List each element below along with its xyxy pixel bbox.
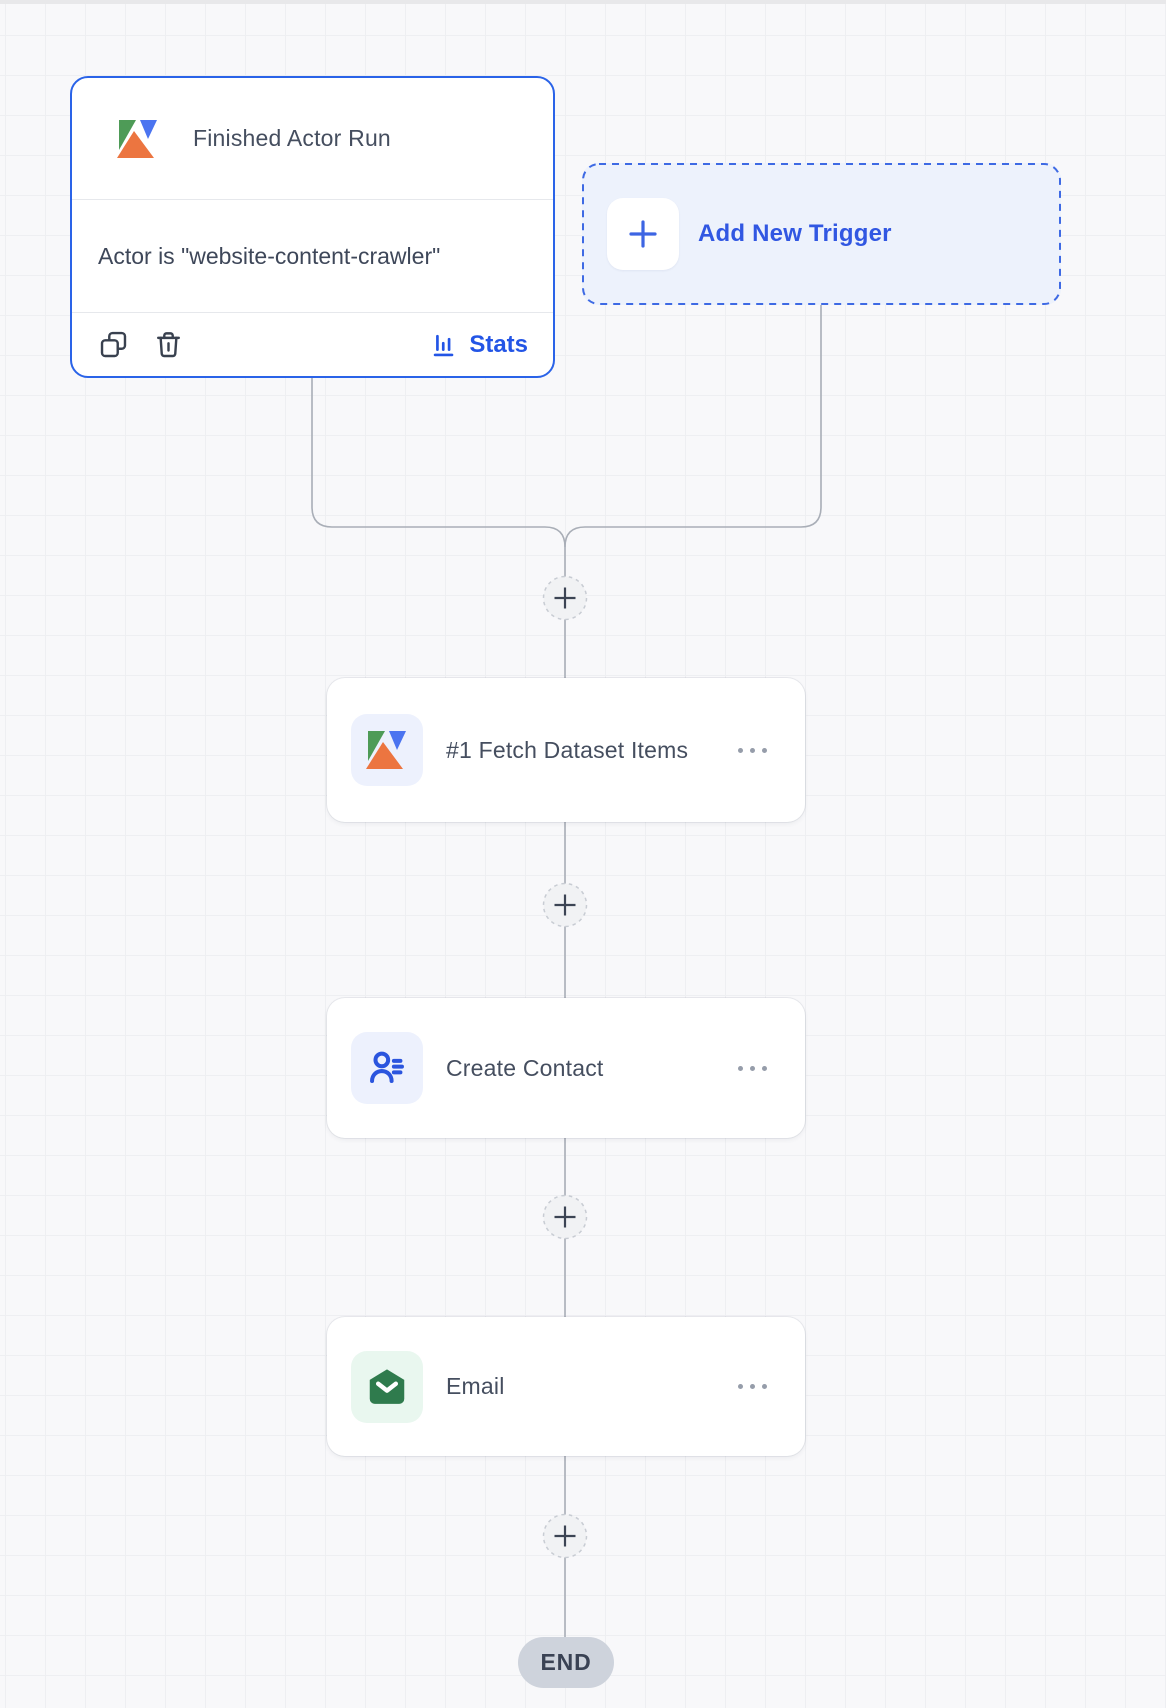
apify-logo-icon	[114, 115, 162, 163]
add-new-trigger-label: Add New Trigger	[698, 220, 892, 247]
node-card-email[interactable]: Email	[327, 1317, 805, 1456]
mail-open-icon	[364, 1364, 410, 1410]
node-title: Email	[446, 1373, 505, 1399]
add-step-button-2[interactable]	[542, 882, 588, 928]
trigger-condition-row: Actor is "website-content-crawler"	[72, 200, 553, 313]
trigger-card-footer: Stats	[72, 313, 553, 376]
delete-button[interactable]	[154, 330, 183, 359]
node-title: #1 Fetch Dataset Items	[446, 736, 689, 763]
node-card-create-contact[interactable]: Create Contact	[327, 998, 805, 1138]
node-icon-tile	[351, 1350, 423, 1423]
add-step-button-4[interactable]	[542, 1513, 588, 1559]
kebab-menu-icon[interactable]	[738, 742, 767, 759]
end-label: END	[540, 1649, 592, 1675]
node-icon-tile	[351, 714, 423, 786]
kebab-menu-icon[interactable]	[738, 1378, 767, 1395]
add-step-button-3[interactable]	[542, 1194, 588, 1240]
node-card-fetch-dataset-items[interactable]: #1 Fetch Dataset Items	[327, 678, 805, 822]
contact-icon	[364, 1045, 410, 1091]
trigger-title: Finished Actor Run	[193, 125, 391, 151]
add-new-trigger-button[interactable]: Add New Trigger	[582, 163, 1061, 305]
trigger-card-header: Finished Actor Run	[72, 78, 553, 200]
stats-label: Stats	[469, 330, 528, 358]
plus-tile	[607, 198, 679, 270]
kebab-menu-icon[interactable]	[738, 1060, 767, 1077]
node-icon-tile	[351, 1032, 423, 1104]
canvas-top-band	[0, 0, 1166, 4]
trigger-condition-text: Actor is "website-content-crawler"	[98, 242, 441, 269]
trigger-card-finished-actor-run[interactable]: Finished Actor Run Actor is "website-con…	[70, 76, 555, 378]
node-title: Create Contact	[446, 1054, 604, 1081]
add-step-button-1[interactable]	[542, 575, 588, 621]
copy-icon	[99, 330, 128, 359]
end-node: END	[518, 1637, 614, 1688]
plus-icon	[624, 215, 662, 253]
trash-icon	[154, 330, 183, 359]
copy-button[interactable]	[99, 330, 128, 359]
stats-button[interactable]: Stats	[431, 331, 528, 359]
bar-chart-icon	[431, 331, 459, 359]
apify-logo-icon	[363, 726, 411, 774]
